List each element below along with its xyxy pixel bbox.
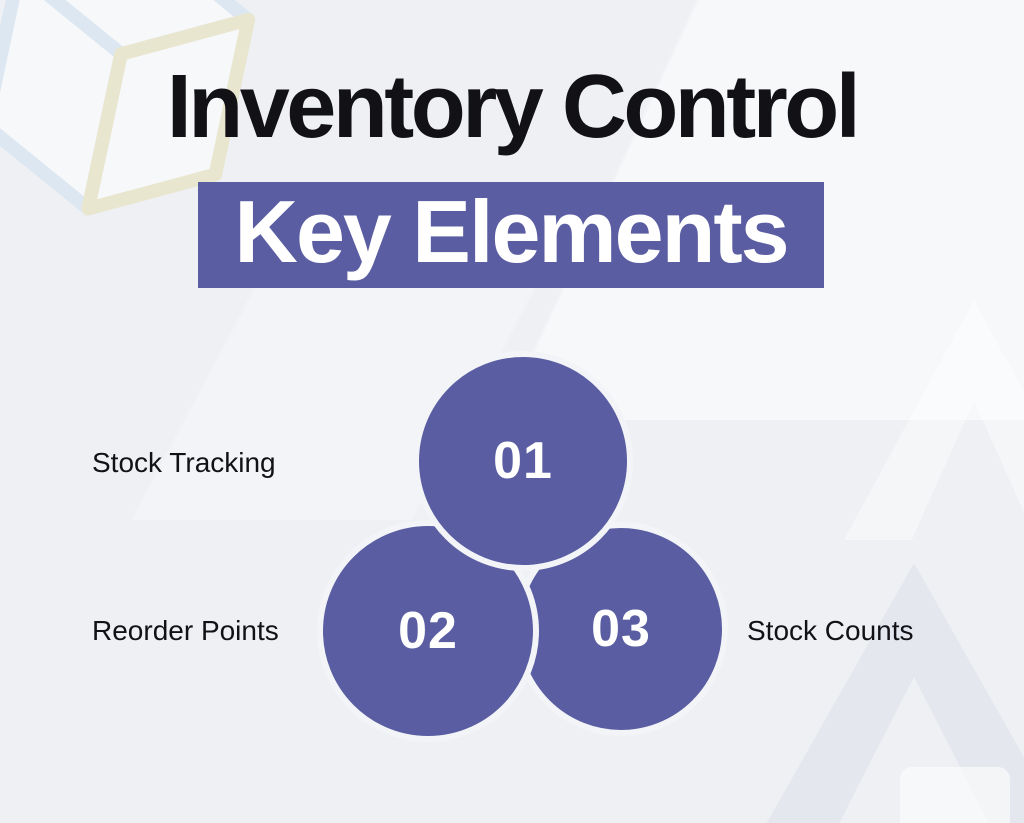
page-title: Inventory Control — [166, 57, 861, 157]
background-chevron-bottom-right — [744, 563, 1024, 823]
step-3-label: Stock Counts — [747, 615, 914, 646]
subtitle-text: Key Elements — [234, 182, 789, 281]
step-2-label: Reorder Points — [92, 615, 279, 646]
step-1-number: 01 — [493, 432, 553, 490]
subtitle-banner: Key Elements — [198, 182, 824, 288]
background-corner-shape — [900, 767, 1010, 823]
step-2-number: 02 — [398, 602, 458, 660]
background-chevron-right — [844, 300, 1024, 540]
step-1-label: Stock Tracking — [92, 447, 276, 478]
step-3-number: 03 — [591, 600, 651, 658]
circle-step-1: 01 — [413, 351, 633, 571]
